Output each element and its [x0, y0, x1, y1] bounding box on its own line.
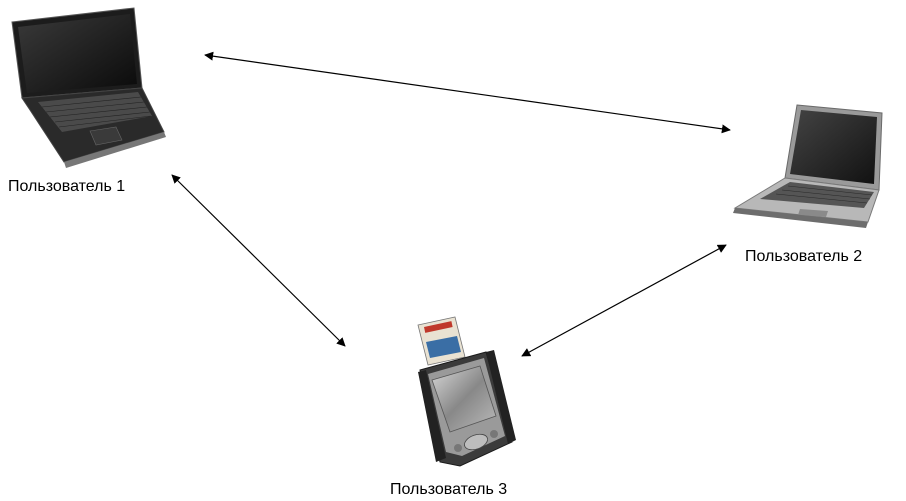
laptop-icon — [733, 104, 883, 228]
connection-arrows — [171, 51, 731, 357]
arrow-user1-user3 — [171, 174, 346, 347]
node-label-user1: Пользователь 1 — [8, 178, 126, 195]
pda-icon — [417, 316, 516, 467]
node-label-user2: Пользователь 2 — [745, 248, 863, 265]
arrow-user1-user2 — [204, 51, 731, 134]
laptop-icon — [11, 7, 166, 168]
arrow-user2-user3 — [521, 244, 727, 357]
node-label-user3: Пользователь 3 — [390, 481, 508, 498]
